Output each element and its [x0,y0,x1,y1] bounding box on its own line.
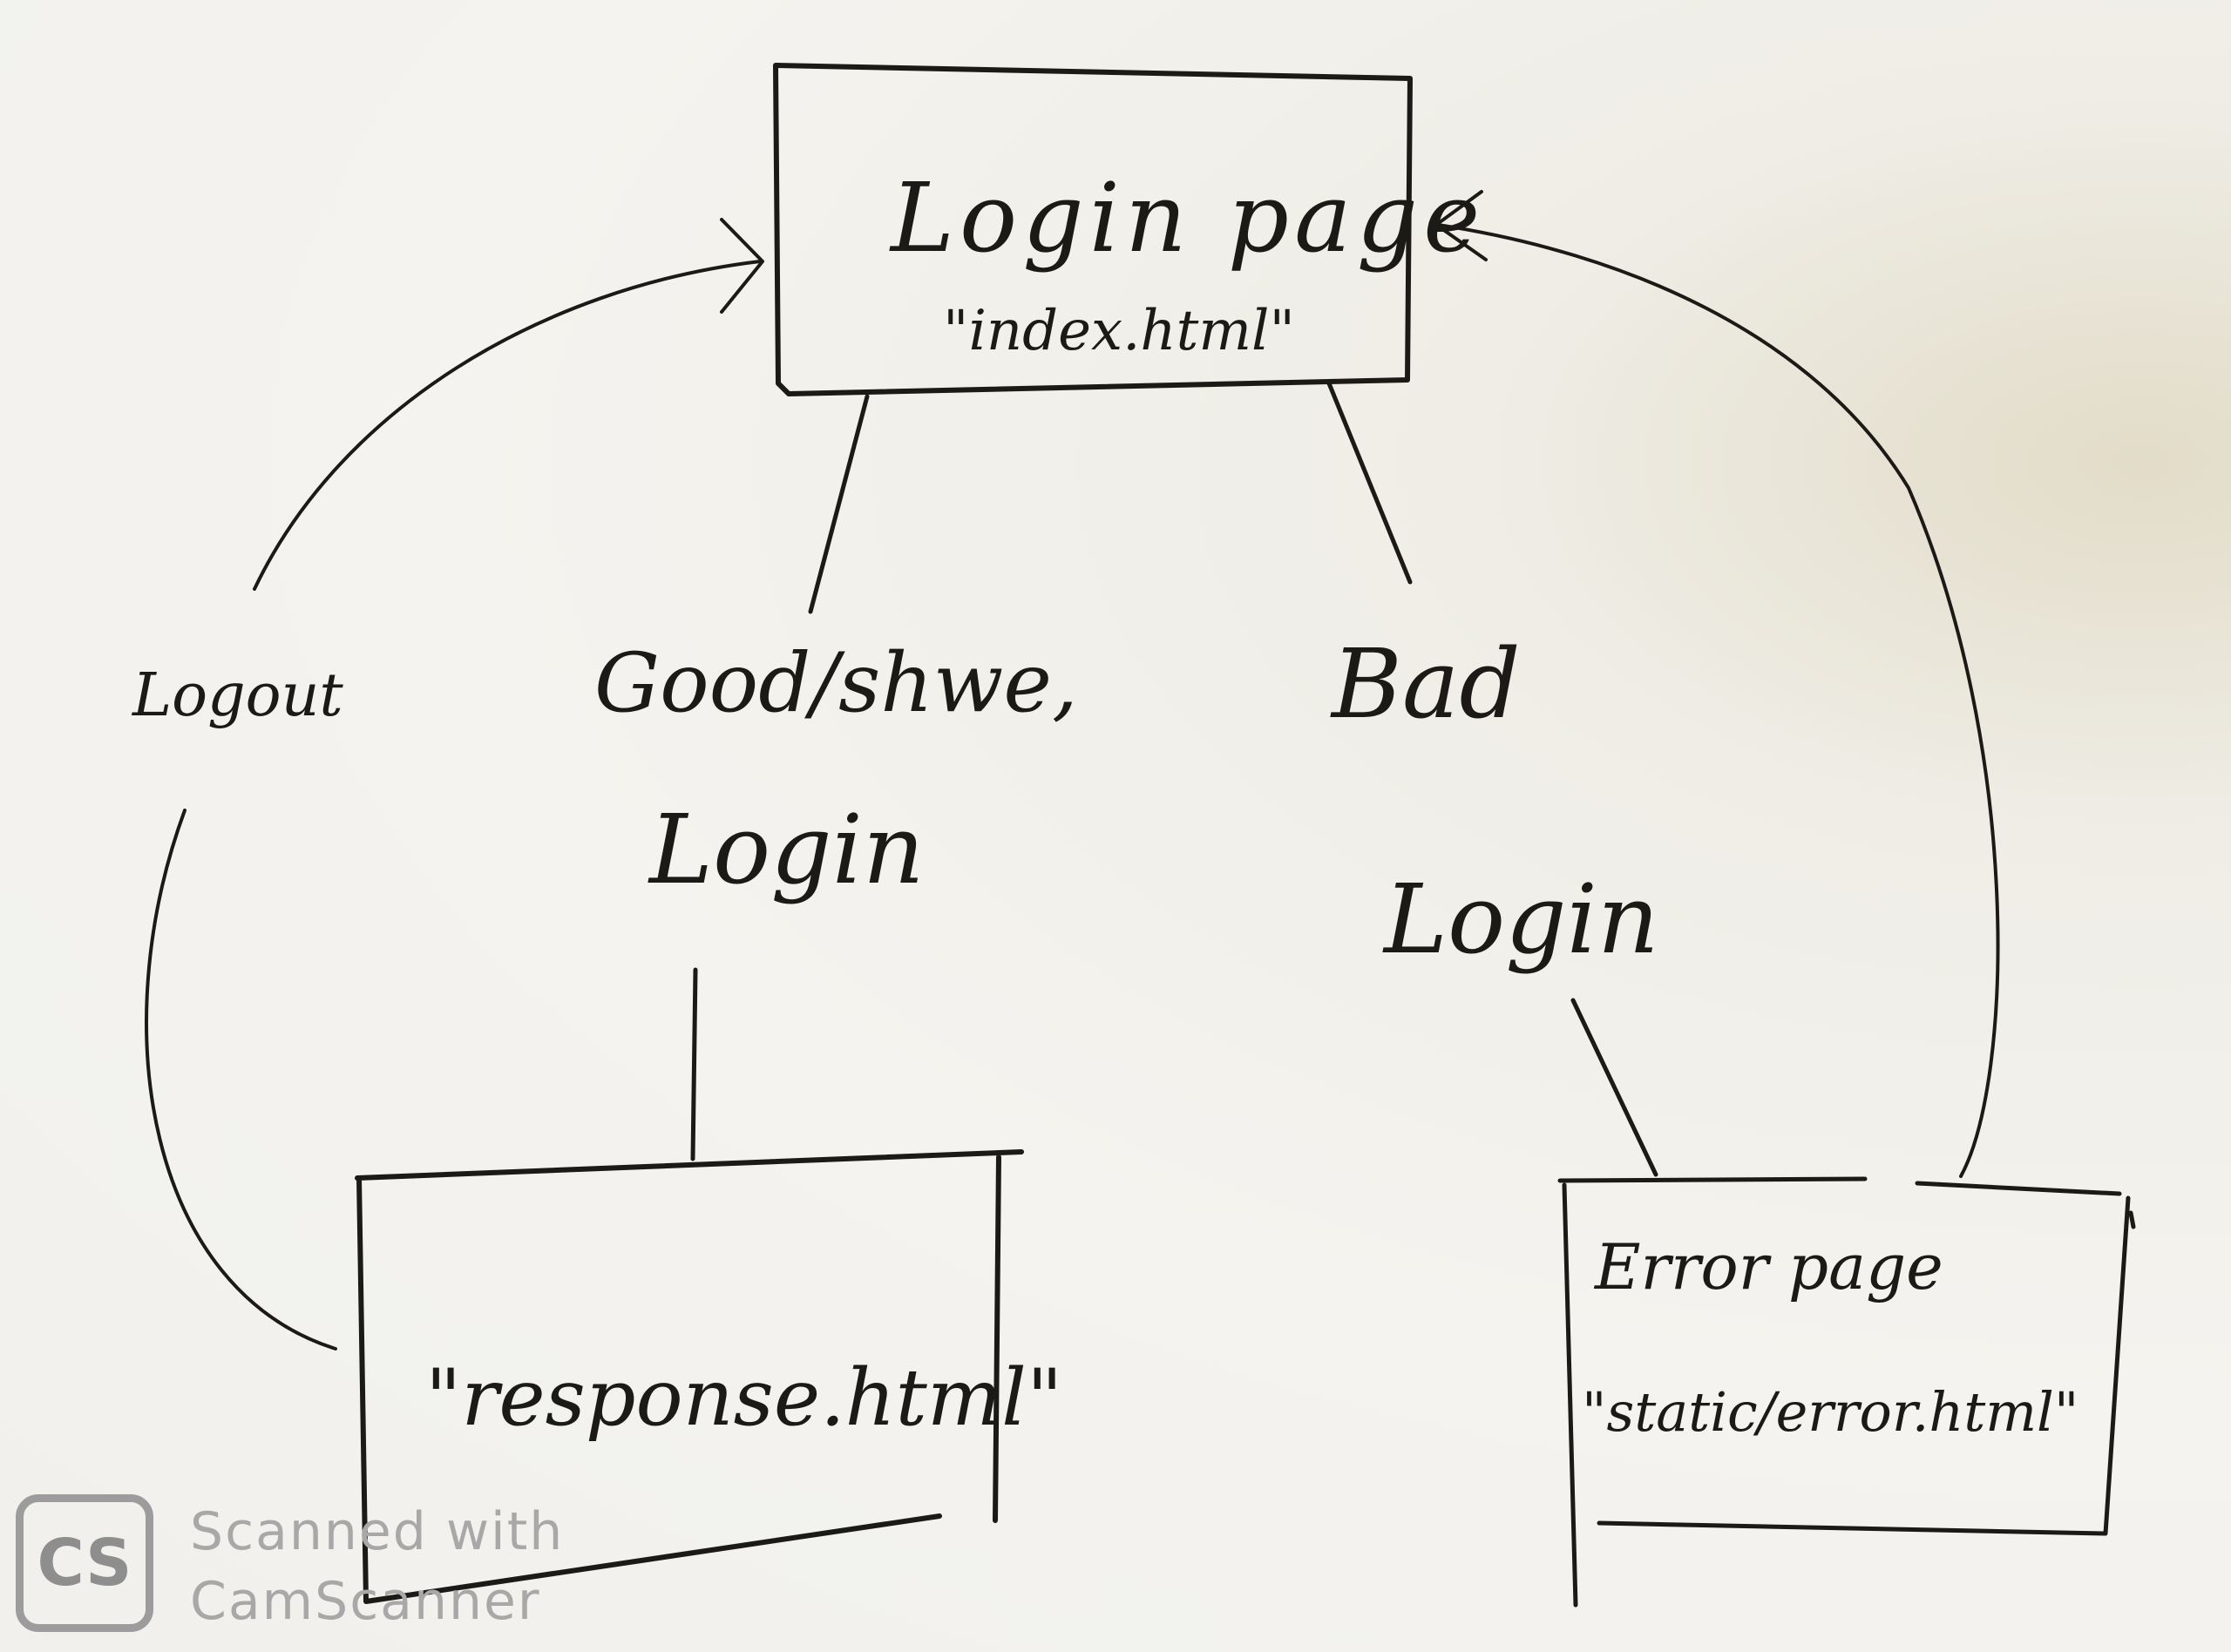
error-return-arc [1436,223,2000,1178]
logout-arrowhead [720,218,764,314]
bad-login-line-bottom [1570,998,1658,1177]
logout-arc-top [253,260,762,591]
error-page-file: "static/error.html" [1582,1380,2079,1444]
camscanner-logo-icon: CS [16,1494,153,1632]
watermark-line1: Scanned with [190,1501,565,1562]
error-return-arrowhead [1434,190,1488,261]
login-page-box [773,63,1413,396]
login-page-file: "index.html" [943,299,1295,363]
bad-login-line-top [1326,381,1413,585]
good-login-line-top [808,394,870,614]
response-page-box [355,1149,1024,1604]
logout-label: Logout [132,661,343,730]
good-login-line-bottom [690,967,698,1161]
camscanner-watermark: CS Scanned with CamScanner [16,1494,573,1638]
response-page-file: "response.html" [425,1352,1063,1444]
error-page-box [1557,1176,2136,1608]
login-page-title: Login page [891,162,1486,274]
error-page-title: Error page [1595,1230,1943,1303]
bad-login-label-line2: Login [1384,863,1659,975]
watermark-line2: CamScanner [190,1571,541,1632]
bad-login-label-line1: Bad [1332,628,1521,740]
good-login-label-line1: Good/shwe, [594,636,1078,731]
logout-arc-bottom [145,809,337,1351]
good-login-label-line2: Login [649,794,925,905]
